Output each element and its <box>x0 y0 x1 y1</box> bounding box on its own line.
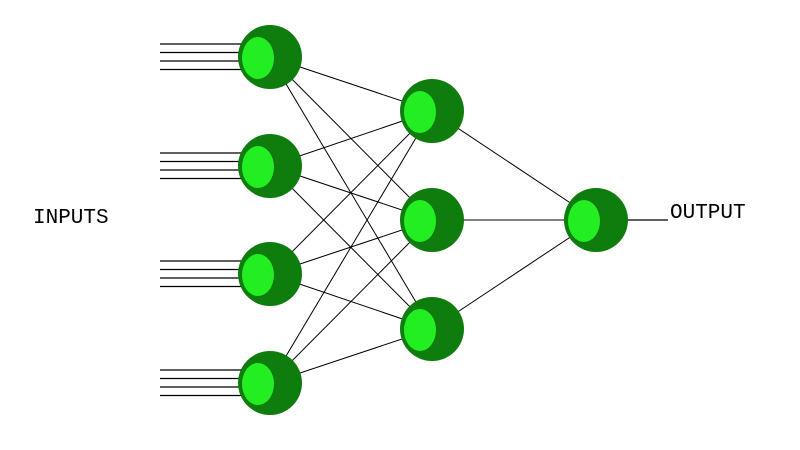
connection-line <box>269 110 433 275</box>
neuron-highlight <box>242 146 274 188</box>
input-neuron <box>238 25 302 89</box>
neuron-highlight <box>242 37 274 79</box>
input-neuron <box>238 351 302 415</box>
input-neuron <box>238 134 302 198</box>
output-neuron <box>564 188 628 252</box>
neuron-highlight <box>242 363 274 405</box>
connection-line <box>269 110 433 384</box>
neuron-highlight <box>242 254 274 296</box>
hidden-neuron <box>400 79 464 143</box>
hidden-neuron <box>400 188 464 252</box>
inputs-label: INPUTS <box>33 207 109 230</box>
connections <box>269 56 597 384</box>
neuron-highlight <box>568 200 600 242</box>
connection-line <box>431 219 597 330</box>
connection-line <box>269 219 433 384</box>
input-neuron <box>238 242 302 306</box>
connection-line <box>431 110 597 221</box>
output-label: OUTPUT <box>670 202 746 225</box>
neuron-highlight <box>404 91 436 133</box>
neurons <box>238 25 628 415</box>
hidden-neuron <box>400 297 464 361</box>
input-lines <box>160 43 250 397</box>
neuron-highlight <box>404 200 436 242</box>
neuron-highlight <box>404 309 436 351</box>
